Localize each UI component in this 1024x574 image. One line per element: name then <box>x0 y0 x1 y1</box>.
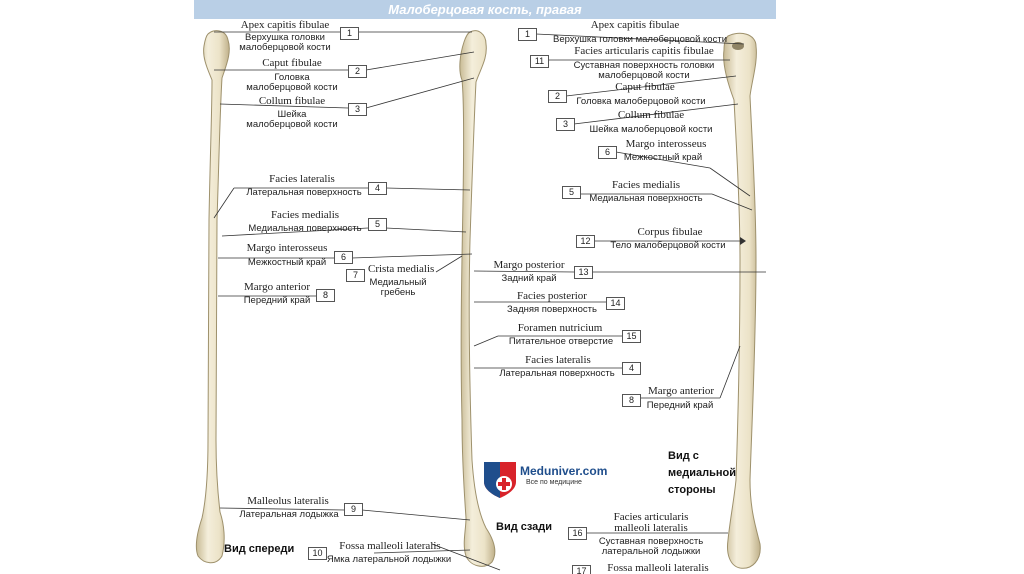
label-10-russian: Ямка латеральной лодыжки <box>326 554 452 565</box>
label-4-russian: Латеральная поверхность <box>246 187 362 198</box>
callout-number-8: 8 <box>316 289 335 302</box>
callout-number-7: 7 <box>346 269 365 282</box>
label-1-medial-russian: Верхушка головки малоберцовой кости <box>552 34 727 45</box>
view-label-medial-line2: медиальной <box>668 467 736 479</box>
callout-number-12: 12 <box>576 235 595 248</box>
callout-number-17: 17 <box>572 565 591 574</box>
callout-number-5: 5 <box>368 218 387 231</box>
label-3-medial-latin: Collum fibulae <box>617 109 685 121</box>
corpus-arrow <box>740 237 746 245</box>
logo-tagline: Все по медицине <box>526 479 582 486</box>
label-8-russian: Передний край <box>243 295 311 306</box>
label-4-latin: Facies lateralis <box>269 173 335 185</box>
label-7-latin: Crista medialis <box>368 263 435 275</box>
label-2-medial-russian: Головка малоберцовой кости <box>576 96 706 107</box>
label-6-medial-russian: Межкостный край <box>623 152 703 163</box>
callout-number-4-medial: 4 <box>622 362 641 375</box>
label-3-medial-russian: Шейка малоберцовой кости <box>589 124 713 135</box>
callout-number-5-medial: 5 <box>562 186 581 199</box>
label-3-russian-b: малоберцовой кости <box>246 119 338 130</box>
label-9-latin: Malleolus lateralis <box>247 495 329 507</box>
label-16-latin-b: malleoli lateralis <box>614 522 688 534</box>
label-2-medial-latin: Caput fibulae <box>615 81 675 93</box>
label-5-russian: Медиальная поверхность <box>248 223 362 234</box>
callout-number-2-medial: 2 <box>548 90 567 103</box>
label-3-latin: Collum fibulae <box>258 95 326 107</box>
label-1-russian-a: Верхушка головки <box>245 32 325 43</box>
fibula-medial-view <box>723 32 761 569</box>
label-11-russian-b: малоберцовой кости <box>598 70 690 81</box>
label-2-russian-b: малоберцовой кости <box>246 82 338 93</box>
label-4-medial-latin: Facies lateralis <box>525 354 591 366</box>
callout-number-6-medial: 6 <box>598 146 617 159</box>
label-6-medial-latin: Margo interosseus <box>625 138 707 150</box>
callout-number-14: 14 <box>606 297 625 310</box>
view-label-medial-line1: Вид с <box>668 450 699 462</box>
logo-name: Meduniver.com <box>520 464 608 478</box>
callout-number-2: 2 <box>348 65 367 78</box>
callout-number-8-medial: 8 <box>622 394 641 407</box>
label-2-latin: Caput fibulae <box>262 57 322 69</box>
label-1-latin: Apex capitis fibulae <box>240 19 330 31</box>
label-16-latin-a: Facies articularis <box>613 511 689 523</box>
label-5-latin: Facies medialis <box>270 209 340 221</box>
label-5-medial-russian: Медиальная поверхность <box>589 193 703 204</box>
logo-shield-icon <box>484 462 516 498</box>
callout-number-3-medial: 3 <box>556 118 575 131</box>
title-bar: Малоберцовая кость, правая <box>194 0 776 19</box>
label-11-latin: Facies articularis capitis fibulae <box>574 45 714 57</box>
fibula-front-view <box>195 30 230 564</box>
label-6-latin: Margo interosseus <box>246 242 328 254</box>
label-4-medial-russian: Латеральная поверхность <box>499 368 615 379</box>
label-2-russian-a: Головка <box>274 72 310 83</box>
label-12-russian: Тело малоберцовой кости <box>610 240 726 251</box>
label-7-russian-b: гребень <box>380 287 416 298</box>
callout-number-4: 4 <box>368 182 387 195</box>
callout-number-10: 10 <box>308 547 327 560</box>
label-1-medial-latin: Apex capitis fibulae <box>590 19 680 31</box>
view-label-back: Вид сзади <box>496 521 553 533</box>
label-3-russian-a: Шейка <box>277 109 307 120</box>
label-15-russian: Питательное отверстие <box>508 336 614 347</box>
label-8-medial-latin: Margo anterior <box>647 385 715 397</box>
callout-number-6: 6 <box>334 251 353 264</box>
callout-number-1: 1 <box>340 27 359 40</box>
label-14-latin: Facies posterior <box>517 290 587 302</box>
callout-number-15: 15 <box>622 330 641 343</box>
label-7-russian-a: Медиальный <box>369 277 427 288</box>
label-13-latin: Margo posterior <box>493 259 565 271</box>
page-title: Малоберцовая кость, правая <box>388 2 582 17</box>
label-6-russian: Межкостный край <box>247 257 327 268</box>
label-14-russian: Задняя поверхность <box>507 304 597 315</box>
view-label-medial-line3: стороны <box>668 484 716 496</box>
fibula-back-view <box>459 30 496 567</box>
label-10-latin: Fossa malleoli lateralis <box>339 540 441 552</box>
callout-number-16: 16 <box>568 527 587 540</box>
label-9-russian: Латеральная лодыжка <box>239 509 339 520</box>
label-8-latin: Margo anterior <box>243 281 311 293</box>
label-5-medial-latin: Facies medialis <box>611 179 681 191</box>
label-8-medial-russian: Передний край <box>646 400 714 411</box>
callout-number-3: 3 <box>348 103 367 116</box>
callout-number-9: 9 <box>344 503 363 516</box>
callout-number-1-medial: 1 <box>518 28 537 41</box>
callout-number-11: 11 <box>530 55 549 68</box>
label-15-latin: Foramen nutricium <box>517 322 603 334</box>
callout-number-13: 13 <box>574 266 593 279</box>
view-label-front: Вид спереди <box>224 543 295 555</box>
label-11-russian-a: Суставная поверхность головки <box>573 60 715 71</box>
label-17-latin: Fossa malleoli lateralis <box>607 563 709 574</box>
label-1-russian-b: малоберцовой кости <box>239 42 331 53</box>
label-16-russian-a: Суставная поверхность <box>598 536 704 547</box>
label-13-russian: Задний край <box>501 273 557 284</box>
label-16-russian-b: латеральной лодыжки <box>601 546 701 557</box>
label-12-latin: Corpus fibulae <box>637 226 703 238</box>
